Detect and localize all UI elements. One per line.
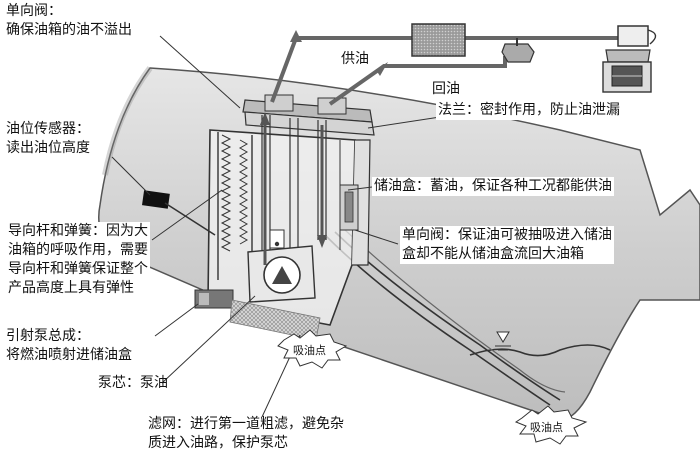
suction-point-right-burst bbox=[514, 405, 588, 445]
fuel-surface bbox=[469, 344, 611, 357]
reservoir-label: 储油盒：蓄油，保证各种工况都能供油 bbox=[372, 177, 614, 196]
pump-core-label: 泵芯：泵油 bbox=[98, 375, 168, 391]
guide-spring bbox=[220, 134, 232, 252]
guide-spring-line3: 导向杆和弹簧保证整个 bbox=[8, 261, 148, 277]
level-sensor-label: 油位传感器： 读出油位高度 bbox=[6, 120, 90, 158]
level-sensor-float bbox=[142, 190, 170, 209]
level-sensor-line2: 读出油位高度 bbox=[6, 140, 90, 156]
pressure-regulator bbox=[501, 43, 535, 63]
engine-cylinder-icon bbox=[602, 25, 657, 93]
suction-point-left-burst bbox=[277, 329, 348, 369]
filter-label: 滤网：进行第一道粗滤，避免杂 质进入油路，保护泵芯 bbox=[148, 415, 344, 453]
check-valve-mid-line2: 盒却不能从储油盒流回大油箱 bbox=[402, 246, 584, 262]
return-label: 回油 bbox=[432, 81, 460, 97]
check-valve-mid-line1: 单向阀：保证油可被抽吸进入储油 bbox=[402, 227, 612, 243]
guide-spring-label: 导向杆和弹簧：因为大 油箱的呼吸作用，需要 导向杆和弹簧保证整个 产品高度上具有… bbox=[6, 222, 150, 298]
jet-pump-line1: 引射泵总成： bbox=[6, 328, 90, 344]
filter-line2: 质进入油路，保护泵芯 bbox=[148, 435, 288, 451]
flange-label: 法兰：密封作用，防止油泄漏 bbox=[436, 101, 622, 120]
check-valve-top-label: 单向阀： 确保油箱的油不溢出 bbox=[6, 2, 132, 40]
return-line bbox=[328, 56, 507, 106]
supply-label: 供油 bbox=[341, 51, 369, 67]
check-valve-top-line2: 确保油箱的油不溢出 bbox=[6, 22, 132, 38]
filter-line1: 滤网：进行第一道粗滤，避免杂 bbox=[148, 416, 344, 432]
check-valve-top-line1: 单向阀： bbox=[6, 3, 62, 19]
suction-point-left-label: 吸油点 bbox=[293, 344, 326, 357]
fuel-level-triangle bbox=[496, 331, 510, 343]
guide-spring-line1: 导向杆和弹簧：因为大 bbox=[8, 223, 148, 239]
guide-spring-line4: 产品高度上具有弹性 bbox=[8, 280, 134, 296]
level-sensor-line1: 油位传感器： bbox=[6, 121, 90, 137]
suction-point-right-label: 吸油点 bbox=[530, 421, 563, 434]
check-valve-mid-label: 单向阀：保证油可被抽吸进入储油 盒却不能从储油盒流回大油箱 bbox=[400, 226, 614, 264]
fuel-filter bbox=[411, 23, 466, 57]
jet-pump-label: 引射泵总成： 将燃油喷射进储油盒 bbox=[6, 327, 132, 365]
guide-spring-line2: 油箱的呼吸作用，需要 bbox=[8, 242, 148, 258]
jet-pump-line2: 将燃油喷射进储油盒 bbox=[6, 347, 132, 363]
